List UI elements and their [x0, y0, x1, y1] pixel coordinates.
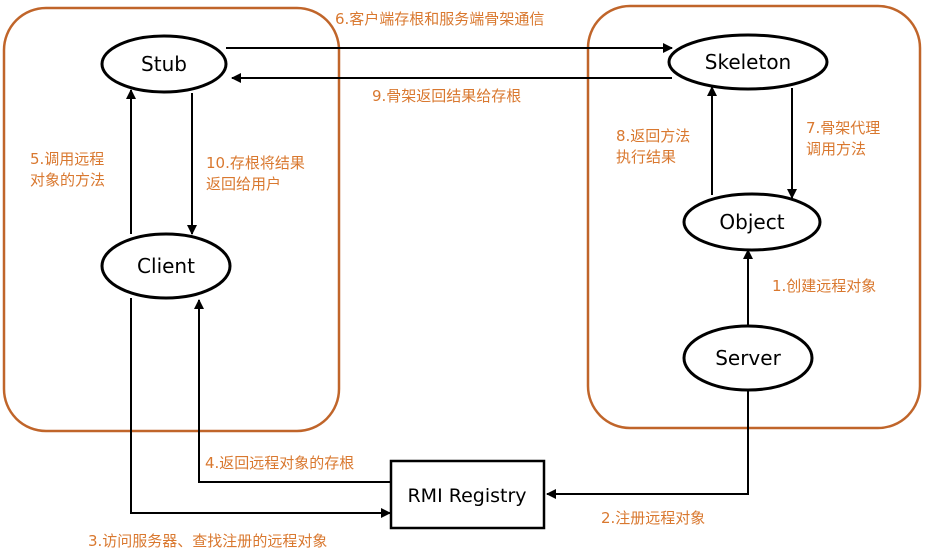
edge-label-10: 10.存根将结果 返回给用户	[206, 154, 310, 193]
edge-label-4: 4.返回远程对象的存根	[205, 454, 354, 472]
edge-label-5: 5.调用远程 对象的方法	[30, 150, 109, 189]
edge-label-6: 6.客户端存根和服务端骨架通信	[335, 10, 544, 28]
edge-label-10-line-1: 10.存根将结果	[206, 154, 305, 172]
edge-label-3: 3.访问服务器、查找注册的远程对象	[88, 532, 327, 550]
edge-client-to-registry	[130, 298, 391, 518]
edge-label-7-line-1: 7.骨架代理	[806, 119, 880, 137]
edge-registry-to-client	[194, 299, 390, 483]
node-server: Server	[682, 324, 814, 392]
node-stub: Stub	[100, 34, 228, 94]
edge-label-1: 1.创建远程对象	[772, 277, 876, 295]
edge-label-5-line-2: 对象的方法	[30, 171, 105, 189]
node-skeleton-label: Skeleton	[705, 50, 791, 74]
edge-label-8-line-2: 执行结果	[616, 148, 676, 166]
edge-label-5-line-1: 5.调用远程	[30, 150, 104, 168]
node-server-label: Server	[715, 346, 781, 370]
edge-label-9: 9.骨架返回结果给存根	[372, 87, 521, 105]
node-rmi-registry: RMI Registry	[389, 459, 546, 530]
node-rmi-registry-label: RMI Registry	[407, 485, 526, 507]
edge-label-8: 8.返回方法 执行结果	[616, 127, 695, 166]
client-side-group	[2, 6, 341, 433]
node-client-label: Client	[137, 254, 195, 278]
edge-server-to-registry	[546, 391, 749, 499]
edge-label-7-line-2: 调用方法	[806, 140, 866, 158]
node-stub-label: Stub	[141, 52, 187, 76]
node-object-label: Object	[719, 210, 784, 234]
node-object: Object	[682, 192, 822, 252]
node-client: Client	[100, 232, 232, 300]
node-skeleton: Skeleton	[667, 33, 829, 91]
edge-label-7: 7.骨架代理 调用方法	[806, 119, 885, 158]
edge-label-2: 2.注册远程对象	[601, 509, 705, 527]
edge-label-10-line-2: 返回给用户	[206, 175, 281, 193]
edge-label-8-line-1: 8.返回方法	[616, 127, 690, 145]
